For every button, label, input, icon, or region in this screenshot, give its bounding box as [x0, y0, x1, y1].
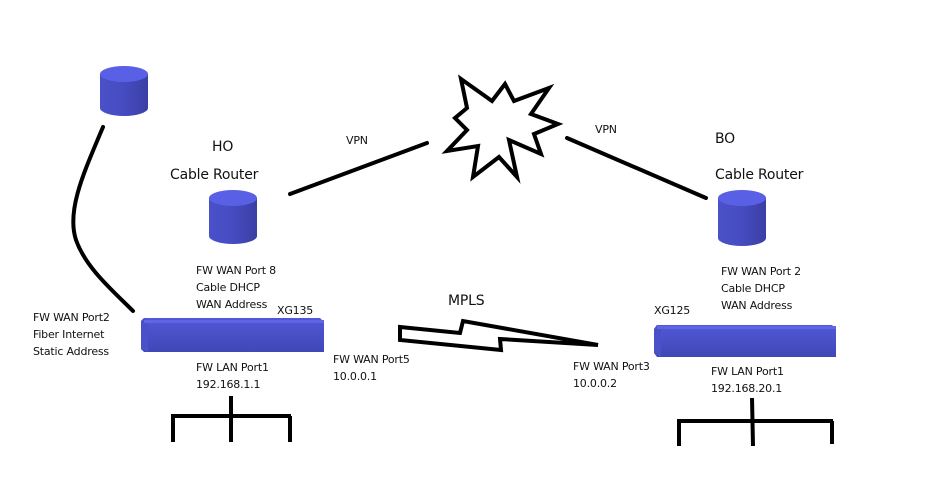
bo-lan-line: 192.168.20.1: [711, 382, 783, 395]
bo-site-label: BO: [715, 131, 735, 147]
ho-firewall-model: XG135: [277, 304, 314, 317]
bo-mpls-line: 10.0.0.2: [573, 377, 617, 390]
fiber-line: FW WAN Port2: [33, 311, 110, 324]
mpls-lightning-link-icon: [398, 318, 599, 353]
fiber-line: Static Address: [33, 345, 109, 358]
bo-mpls-info: FW WAN Port3 10.0.0.2: [573, 358, 650, 392]
ho-fiber-info: FW WAN Port2 Fiber Internet Static Addre…: [33, 309, 110, 360]
ho-lan-line: FW LAN Port1: [196, 361, 269, 374]
mpls-label: MPLS: [448, 293, 485, 309]
ho-firewall-xg135-icon[interactable]: [141, 318, 324, 352]
ho-site-label: HO: [212, 139, 234, 155]
fiber-line: Fiber Internet: [33, 328, 105, 341]
ho-wan-line: FW WAN Port 8: [196, 264, 276, 277]
bo-firewall-model: XG125: [654, 304, 691, 317]
bo-mpls-line: FW WAN Port3: [573, 360, 650, 373]
ho-wan-info: FW WAN Port 8 Cable DHCP WAN Address: [196, 262, 276, 313]
ho-wan-line: Cable DHCP: [196, 281, 260, 294]
ho-mpls-line: FW WAN Port5: [333, 353, 410, 366]
vpn-left-label: VPN: [346, 134, 368, 147]
ho-cable-router-cylinder-icon[interactable]: [209, 190, 257, 244]
vpn-right-line: [565, 136, 708, 200]
vpn-left-line: [288, 141, 429, 196]
internet-burst-icon[interactable]: [441, 74, 564, 184]
bo-wan-line: FW WAN Port 2: [721, 265, 801, 278]
ho-router-label: Cable Router: [170, 167, 259, 183]
ho-mpls-line: 10.0.0.1: [333, 370, 377, 383]
bo-wan-line: Cable DHCP: [721, 282, 785, 295]
ho-mpls-info: FW WAN Port5 10.0.0.1: [333, 351, 410, 385]
ho-wan-line: WAN Address: [196, 298, 268, 311]
bo-router-label: Cable Router: [715, 167, 804, 183]
bo-lan-switch-icon: [677, 397, 834, 447]
bo-lan-info: FW LAN Port1 192.168.20.1: [711, 363, 784, 397]
ho-lan-switch-icon: [171, 396, 292, 442]
vpn-right-label: VPN: [595, 123, 617, 136]
bo-firewall-xg125-icon[interactable]: [654, 325, 836, 357]
fiber-router-cylinder-icon[interactable]: [100, 66, 148, 116]
bo-wan-info: FW WAN Port 2 Cable DHCP WAN Address: [721, 263, 801, 314]
ho-lan-info: FW LAN Port1 192.168.1.1: [196, 359, 269, 393]
bo-wan-line: WAN Address: [721, 299, 793, 312]
bo-cable-router-cylinder-icon[interactable]: [718, 190, 766, 246]
ho-lan-line: 192.168.1.1: [196, 378, 261, 391]
bo-lan-line: FW LAN Port1: [711, 365, 784, 378]
fiber-link-line: [71, 125, 135, 313]
